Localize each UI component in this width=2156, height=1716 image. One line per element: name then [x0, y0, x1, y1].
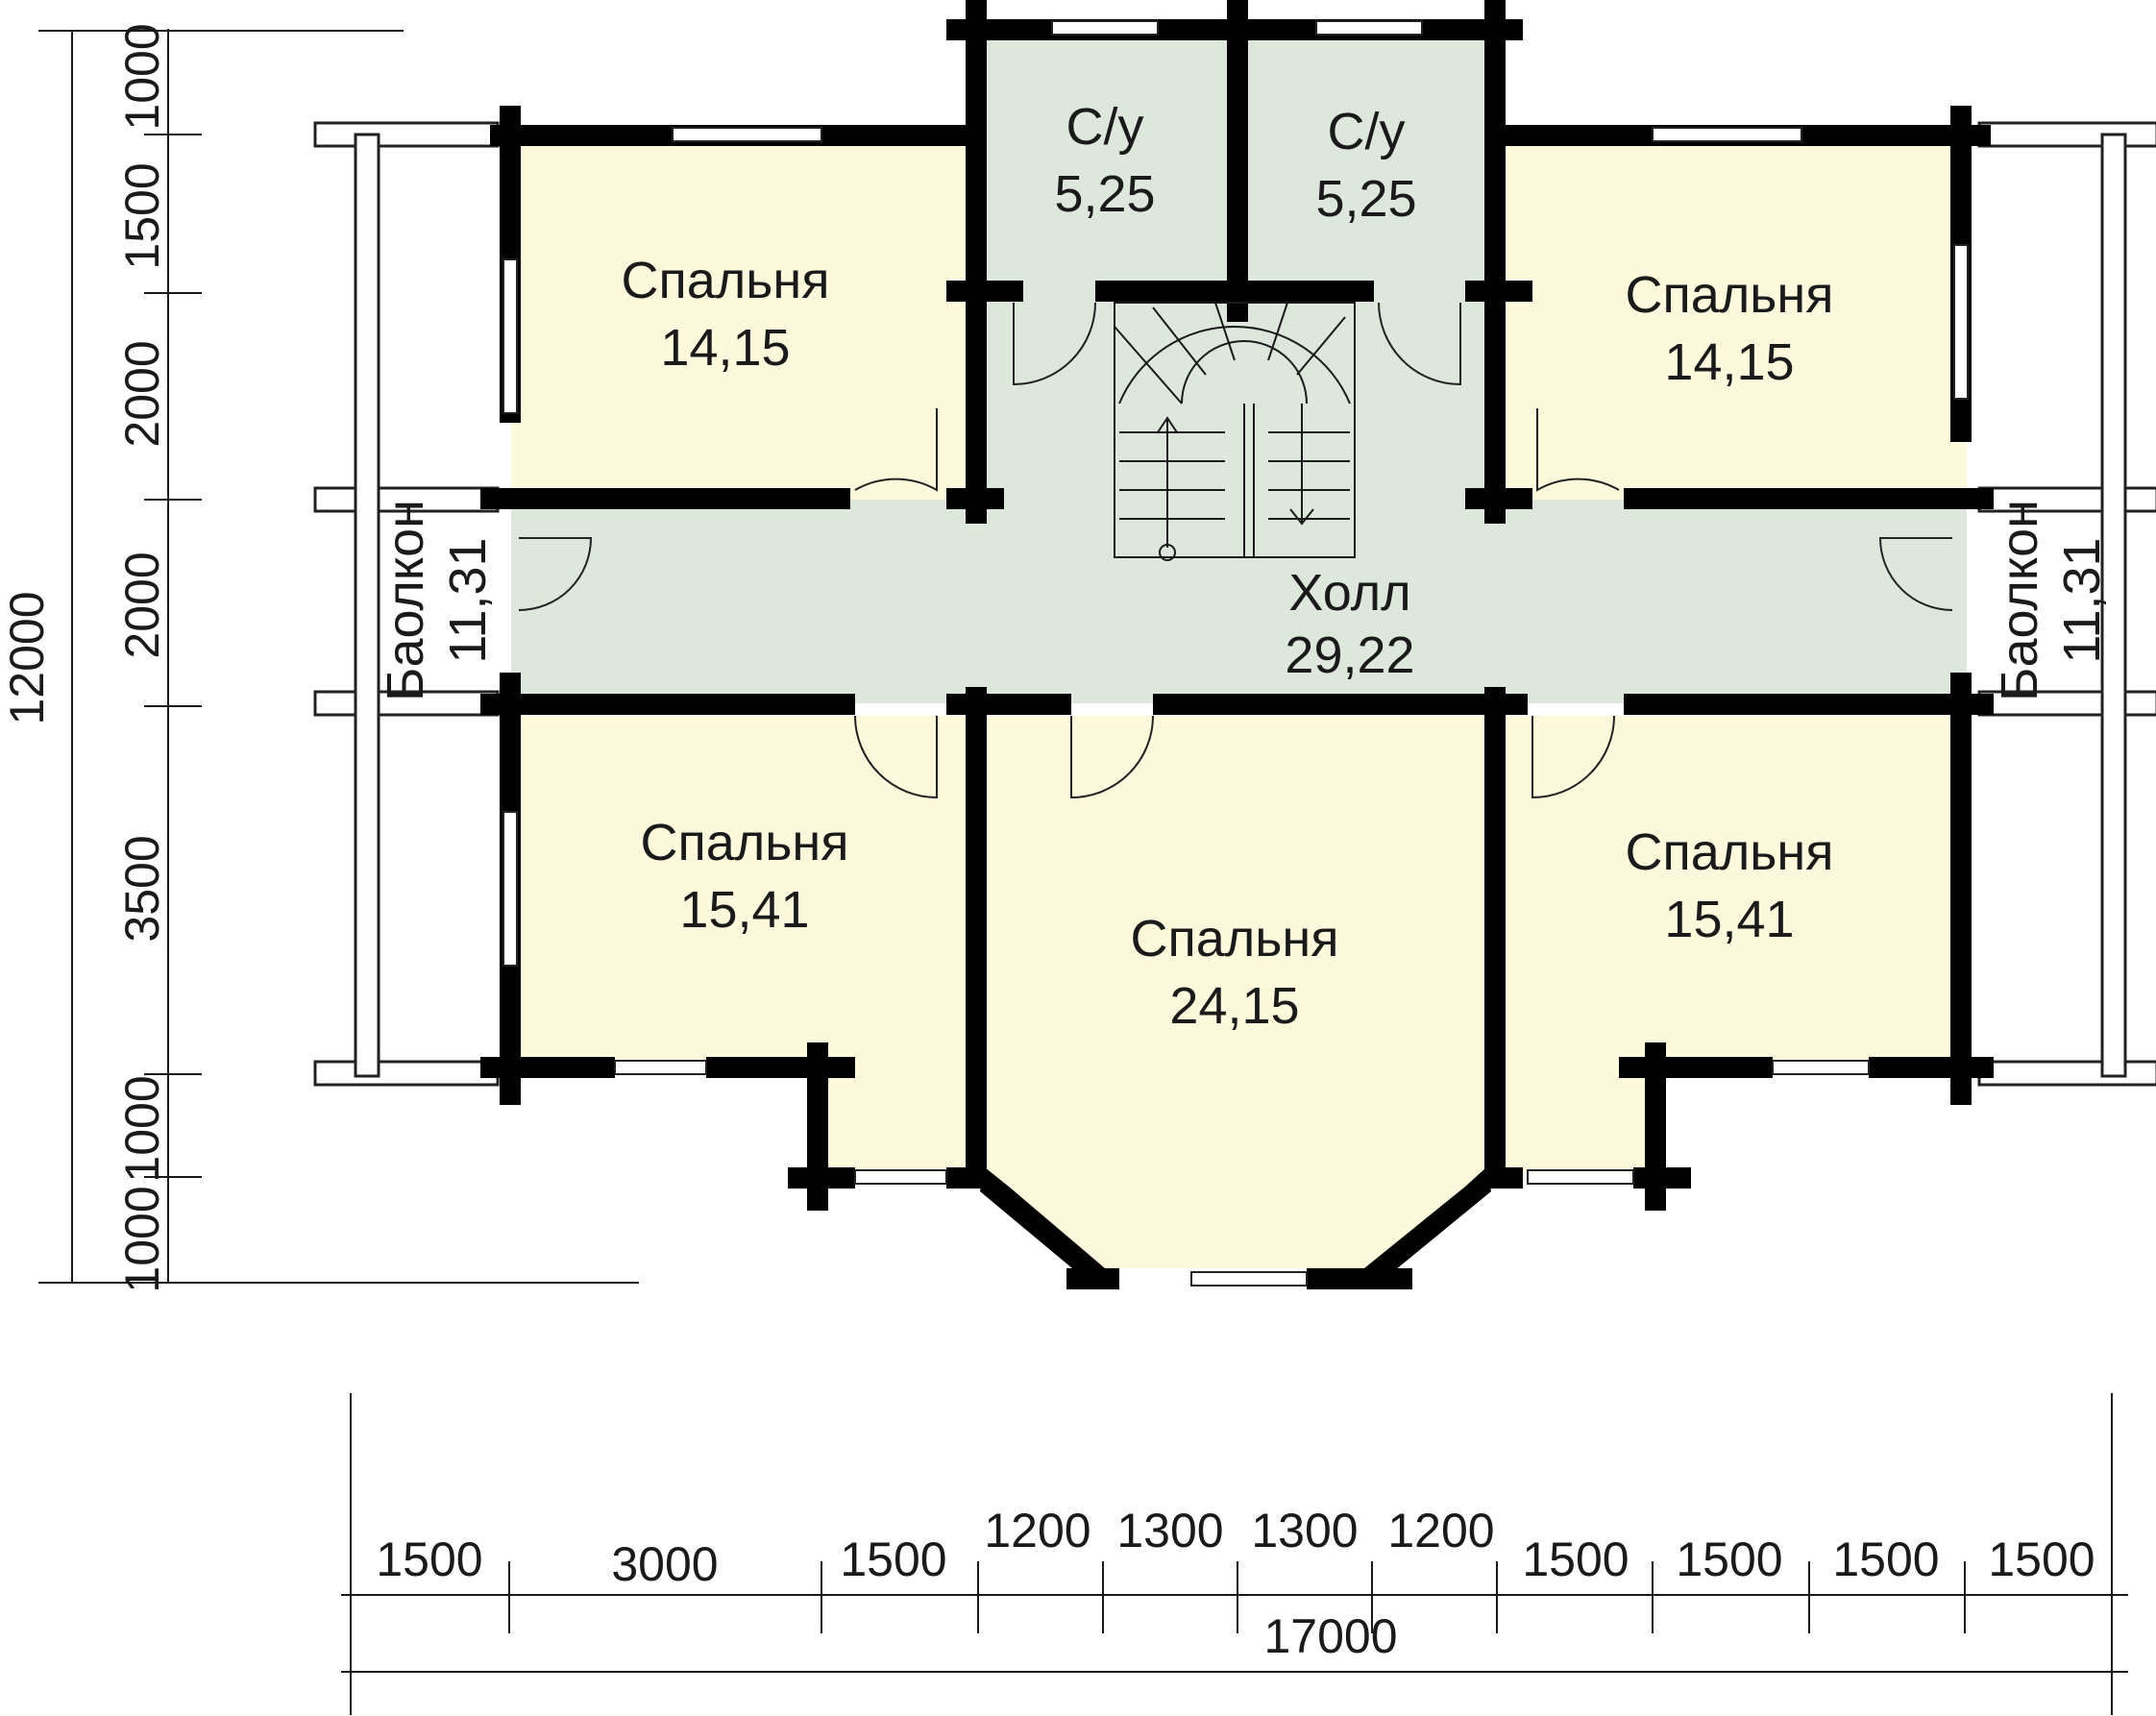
fill-bedroom-bottom — [975, 716, 1496, 1268]
fill-bedroom-br — [1496, 716, 1967, 1172]
dim-vertical-seg-4: 2000 — [115, 552, 169, 658]
dim-horizontal-seg-8: 1500 — [1522, 1532, 1629, 1586]
doors — [518, 302, 1953, 799]
fill-bedroom-bl — [511, 716, 975, 1172]
dim-horizontal-seg-11: 1500 — [1988, 1532, 2095, 1586]
fill-hall — [975, 290, 1496, 703]
room-name-bedroom-tr: Спальня — [1626, 266, 1834, 324]
room-name-bedroom-bl: Спальня — [641, 814, 849, 871]
fill-bedroom-tl — [511, 135, 975, 500]
balcony-left — [313, 121, 500, 1087]
room-name-bedroom-tl: Спальня — [622, 252, 830, 309]
horizontal-dimension-labels: 1500 3000 1500 1200 1300 1300 1200 1500 … — [376, 1504, 2095, 1663]
room-area-bedroom-br: 15,41 — [1664, 891, 1794, 948]
room-name-bedroom-br: Спальня — [1626, 823, 1834, 881]
dim-vertical-seg-1: 1000 — [115, 23, 169, 130]
room-area-balcony-right: 11,31 — [2053, 537, 2111, 663]
fill-bathroom-left — [975, 26, 1237, 290]
room-name-hall: Холл — [1288, 564, 1410, 622]
fill-bathroom-right — [1237, 26, 1496, 290]
dim-horizontal-seg-3: 1500 — [840, 1532, 946, 1586]
room-name-bathroom-right: С/у — [1328, 103, 1406, 160]
room-name-bathroom-left: С/у — [1066, 98, 1144, 156]
room-area-bedroom-tr: 14,15 — [1664, 333, 1794, 391]
room-area-bedroom-bl: 15,41 — [679, 881, 809, 939]
dim-horizontal-seg-6: 1300 — [1251, 1504, 1358, 1557]
balcony-right — [1977, 121, 2156, 1087]
room-name-balcony-right: Баолкон — [1991, 500, 2048, 701]
fill-corridor-left — [511, 500, 975, 703]
room-area-bathroom-left: 5,25 — [1054, 165, 1155, 223]
fill-corridor-right — [1496, 500, 1967, 703]
vertical-dimension-labels: 12000 1000 1500 2000 2000 3500 1000 1000 — [0, 23, 169, 1292]
room-area-bedroom-bottom: 24,15 — [1169, 977, 1299, 1035]
dim-vertical-seg-6: 1000 — [115, 1075, 169, 1182]
room-area-bedroom-tl: 14,15 — [660, 319, 790, 377]
bay-walls — [980, 1167, 1491, 1287]
dim-horizontal-seg-2: 3000 — [611, 1537, 718, 1591]
room-fills — [511, 26, 1967, 1268]
dim-horizontal-seg-7: 1200 — [1387, 1504, 1494, 1557]
staircase — [1114, 302, 1356, 561]
dimension-lines — [38, 29, 2128, 1715]
dim-vertical-total: 12000 — [0, 591, 54, 724]
walls — [480, 0, 1994, 1289]
dim-horizontal-seg-5: 1300 — [1116, 1504, 1223, 1557]
dim-vertical-seg-2: 1500 — [115, 162, 169, 269]
room-area-hall: 29,22 — [1285, 626, 1414, 684]
room-name-bedroom-bottom: Спальня — [1131, 910, 1339, 968]
dim-horizontal-seg-9: 1500 — [1676, 1532, 1782, 1586]
dim-horizontal-total: 17000 — [1263, 1609, 1397, 1663]
room-area-bathroom-right: 5,25 — [1315, 170, 1416, 228]
room-labels: С/у 5,25 С/у 5,25 Спальня 14,15 Спальня … — [377, 98, 2111, 1035]
dim-vertical-seg-7: 1000 — [115, 1186, 169, 1292]
room-area-balcony-left: 11,31 — [439, 537, 497, 663]
dim-vertical-seg-3: 2000 — [115, 340, 169, 447]
windows — [502, 20, 1969, 1287]
room-name-balcony-left: Баолкон — [377, 500, 434, 701]
dim-vertical-seg-5: 3500 — [115, 835, 169, 942]
dim-horizontal-seg-4: 1200 — [984, 1504, 1090, 1557]
fill-bedroom-tr — [1496, 135, 1967, 500]
dim-horizontal-seg-1: 1500 — [376, 1532, 482, 1586]
dim-horizontal-seg-10: 1500 — [1832, 1532, 1939, 1586]
